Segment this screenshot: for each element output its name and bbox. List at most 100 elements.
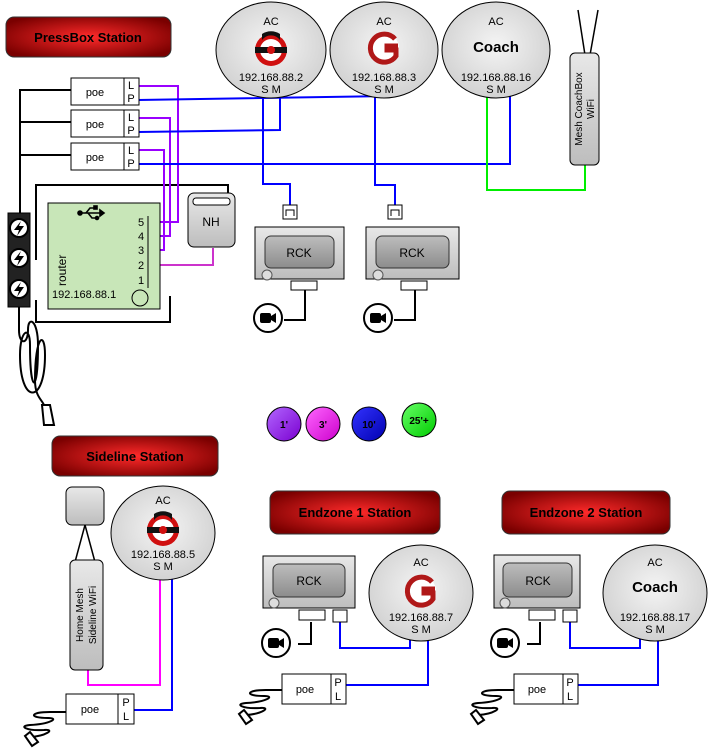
camera-icon xyxy=(363,303,393,333)
svg-text:S M: S M xyxy=(645,624,665,636)
poe-injector: poe L P xyxy=(70,109,140,138)
svg-text:L: L xyxy=(128,112,134,124)
svg-text:AC: AC xyxy=(263,16,278,28)
svg-text:1: 1 xyxy=(138,275,144,287)
legend-item-1ft: 1' xyxy=(266,406,302,442)
svg-text:L: L xyxy=(123,711,129,723)
red-g-logo xyxy=(369,33,399,63)
svg-text:RCK: RCK xyxy=(286,246,311,260)
svg-text:poe: poe xyxy=(81,704,99,716)
rck-unit: RCK xyxy=(262,555,356,623)
endzone2-cables xyxy=(527,620,659,686)
endzone1-station-banner: Endzone 1 Station xyxy=(269,490,441,535)
access-point-1: AC 192.168.88.2 S M xyxy=(215,1,327,99)
svg-text:P: P xyxy=(334,677,341,689)
svg-text:RCK: RCK xyxy=(399,246,424,260)
svg-text:25'+: 25'+ xyxy=(409,416,429,427)
svg-text:Mesh CoachBox: Mesh CoachBox xyxy=(574,72,585,145)
svg-text:192.168.88.5: 192.168.88.5 xyxy=(131,549,195,561)
svg-text:poe: poe xyxy=(296,684,314,696)
nh-device: NH xyxy=(187,192,236,248)
svg-text:192.168.88.2: 192.168.88.2 xyxy=(239,72,303,84)
mesh-coachbox: Mesh CoachBox WiFi xyxy=(569,9,600,166)
svg-text:S M: S M xyxy=(374,84,394,96)
svg-text:2: 2 xyxy=(138,260,144,272)
svg-text:AC: AC xyxy=(647,557,662,569)
endzone1-cables xyxy=(298,620,429,686)
svg-text:Home Mesh: Home Mesh xyxy=(75,588,86,642)
poe-injector: poe L P xyxy=(70,77,140,106)
power-cord-coil xyxy=(23,711,66,748)
legend-item-25ft: 25'+ xyxy=(401,402,437,438)
endzone2-station-label: Endzone 2 Station xyxy=(530,505,643,520)
endzone1-station-label: Endzone 1 Station xyxy=(299,505,412,520)
svg-text:S M: S M xyxy=(486,84,506,96)
poe-injector: poe L P xyxy=(70,142,140,171)
svg-text:1': 1' xyxy=(280,420,288,431)
svg-text:S M: S M xyxy=(153,561,173,573)
camera-icon xyxy=(253,303,283,333)
svg-text:poe: poe xyxy=(86,119,104,131)
camera-icon xyxy=(490,628,520,658)
rck-unit: RCK xyxy=(365,204,460,291)
coach-logo-text: Coach xyxy=(632,579,678,596)
router-ip: 192.168.88.1 xyxy=(52,289,116,301)
power-cord-coil xyxy=(469,689,514,726)
svg-text:L: L xyxy=(335,691,341,703)
svg-text:P: P xyxy=(122,697,129,709)
svg-text:L: L xyxy=(128,145,134,157)
svg-text:5: 5 xyxy=(138,217,144,229)
pressbox-station-banner: PressBox Station xyxy=(5,16,172,58)
svg-text:NH: NH xyxy=(202,215,219,229)
svg-text:AC: AC xyxy=(488,16,503,28)
endzone2-station-banner: Endzone 2 Station xyxy=(501,490,671,535)
svg-text:192.168.88.3: 192.168.88.3 xyxy=(352,72,416,84)
rck-unit: RCK xyxy=(254,204,345,291)
access-point-5: AC 192.168.88.7 S M xyxy=(368,544,474,642)
svg-text:L: L xyxy=(128,80,134,92)
power-cord-coil xyxy=(18,307,56,426)
svg-text:L: L xyxy=(567,691,573,703)
red-g-logo xyxy=(406,576,436,606)
sideline-cables xyxy=(87,567,173,711)
svg-text:3': 3' xyxy=(319,420,327,431)
usb-icon xyxy=(77,205,106,221)
svg-text:poe: poe xyxy=(86,152,104,164)
svg-text:3: 3 xyxy=(138,245,144,257)
legend-item-10ft: 10' xyxy=(351,406,387,442)
svg-text:poe: poe xyxy=(86,87,104,99)
svg-text:WiFi: WiFi xyxy=(586,99,597,119)
access-point-4: AC 192.168.88.5 S M xyxy=(110,485,216,581)
poe-injector: poe P L xyxy=(65,693,135,725)
svg-text:10': 10' xyxy=(362,420,376,431)
access-point-3: AC Coach 192.168.88.16 S M xyxy=(441,1,551,99)
router-ports: 5 4 3 2 1 xyxy=(138,216,149,288)
coach-logo-text: Coach xyxy=(473,39,519,56)
cable-length-legend: 1' 3' 10' 25'+ xyxy=(266,402,437,442)
svg-text:AC: AC xyxy=(155,495,170,507)
svg-text:Sideline WiFi: Sideline WiFi xyxy=(88,586,99,644)
svg-text:AC: AC xyxy=(376,16,391,28)
legend-item-3ft: 3' xyxy=(305,406,341,442)
power-strip xyxy=(7,212,31,308)
access-point-2: AC 192.168.88.3 S M xyxy=(329,1,439,99)
svg-text:P: P xyxy=(127,93,134,105)
camera-icon xyxy=(261,628,291,658)
svg-text:192.168.88.16: 192.168.88.16 xyxy=(461,72,531,84)
svg-text:RCK: RCK xyxy=(525,574,550,588)
sideline-station-banner: Sideline Station xyxy=(51,435,219,477)
poe-injector: poe P L xyxy=(513,673,579,705)
router: router 192.168.88.1 5 4 3 2 1 xyxy=(47,202,161,310)
power-cord-coil xyxy=(237,689,282,726)
svg-text:P: P xyxy=(127,158,134,170)
svg-text:poe: poe xyxy=(528,684,546,696)
svg-text:S M: S M xyxy=(261,84,281,96)
home-mesh-antenna xyxy=(65,486,105,563)
svg-text:P: P xyxy=(127,125,134,137)
svg-text:192.168.88.17: 192.168.88.17 xyxy=(620,612,690,624)
home-mesh-sideline-wifi: Home Mesh Sideline WiFi xyxy=(69,559,104,671)
sideline-station-label: Sideline Station xyxy=(86,449,184,464)
svg-text:P: P xyxy=(566,677,573,689)
access-point-6: AC Coach 192.168.88.17 S M xyxy=(602,544,708,642)
